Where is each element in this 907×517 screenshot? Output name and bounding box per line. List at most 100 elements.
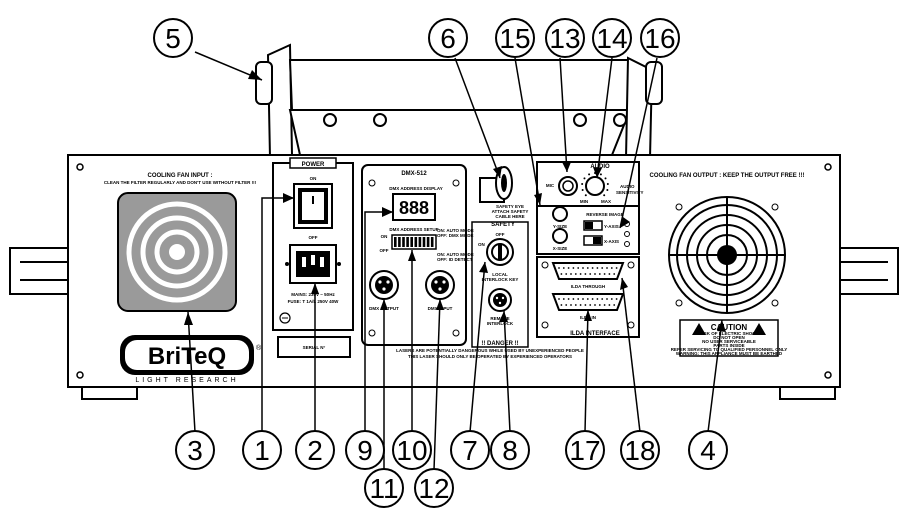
svg-text:16: 16 (644, 23, 675, 54)
audio-sensitivity-knob[interactable] (585, 176, 605, 196)
cooling-out-title: COOLING FAN OUTPUT : KEEP THE OUTPUT FRE… (650, 173, 805, 179)
ilda-pin (603, 273, 606, 275)
ilda-pin (560, 273, 563, 275)
brand-name: BriTeQ (148, 343, 226, 370)
dip-switch[interactable] (410, 237, 413, 247)
knob-tick (584, 194, 587, 197)
svg-text:18: 18 (624, 435, 655, 466)
dip-switch[interactable] (406, 237, 409, 247)
cooling-in-note: CLEAN THE FILTER REGULARLY AND DON'T USE… (104, 180, 257, 185)
remote-label-1: REMOTE (490, 316, 509, 321)
dip-note-4: OFF: ID DETECT (437, 257, 473, 262)
svg-text:12: 12 (418, 473, 449, 504)
ilda-pin (574, 273, 577, 275)
dip-switch[interactable] (422, 237, 426, 247)
local-key-label-1: LOCAL (492, 272, 508, 277)
ilda-pin (589, 304, 592, 306)
danger-title: !! DANGER !! (481, 341, 518, 347)
danger-line-2: THIS LASER SHOULD ONLY BE OPERATED BY EX… (408, 354, 572, 359)
ilda-pin (594, 273, 596, 275)
ilda-pin (582, 298, 584, 300)
ilda-pin (598, 304, 601, 306)
x-size-label: X-SIZE (553, 246, 568, 251)
ilda-pin (596, 298, 599, 300)
dip-switch[interactable] (430, 237, 434, 247)
ilda-pin (601, 298, 604, 300)
ilda-in-connector[interactable] (551, 293, 625, 311)
svg-text:9: 9 (357, 435, 373, 466)
ilda-pin (582, 267, 584, 269)
caution-line-6: WARNING: THIS APPLIANCE MUST BE EARTHED (676, 351, 783, 356)
knob-min-label: MIN (580, 199, 588, 204)
knob-tick (603, 194, 606, 197)
ilda-through-connector[interactable] (551, 262, 625, 280)
svg-text:3: 3 (187, 435, 203, 466)
ilda-pin (591, 298, 594, 300)
dip-switch[interactable] (414, 237, 418, 247)
callout-3: 3 (175, 430, 215, 470)
dmx-title: DMX-512 (401, 171, 427, 177)
ilda-pin (584, 273, 587, 275)
ilda-pin (558, 298, 560, 300)
caution-label: CAUTION RISK OF ELECTRIC SHOCK DO NOT OP… (671, 319, 787, 357)
callout-1: 1 (242, 430, 282, 470)
dip-switch[interactable] (418, 237, 422, 247)
callout-12: 12 (414, 468, 454, 508)
ilda-through-label: ILDA THROUGH (571, 284, 605, 289)
dip-switch[interactable] (426, 237, 430, 247)
x-axis-label: X-AXIS (604, 239, 619, 244)
dip-switch[interactable] (394, 237, 397, 247)
caution-line-4: PARTS INSIDE (713, 343, 744, 348)
safety-eye-label: SAFETY EYE (496, 204, 524, 209)
callout-18: 18 (620, 430, 660, 470)
mounting-bracket (255, 43, 663, 160)
callout-13: 13 (545, 18, 585, 58)
callout-4: 4 (688, 430, 728, 470)
knob-tick (606, 189, 609, 192)
serial-label: SERIAL N° (303, 345, 326, 350)
reverse-image-label: REVERSE IMAGE (586, 212, 624, 217)
local-key-label-2: INTERLOCK KEY (482, 277, 519, 282)
ilda-pin (603, 304, 606, 306)
brand-logo: BriTeQ ® LIGHT RESEARCH (120, 335, 262, 384)
callout-8: 8 (490, 430, 530, 470)
svg-text:2: 2 (307, 435, 323, 466)
key-off-label: OFF (496, 232, 505, 237)
dip-note-2: OFF: DMX MODE (437, 233, 474, 238)
mic-label: MIC (546, 183, 555, 188)
fuse-rating: FUSE: T 1A/L 250V 40W (288, 299, 339, 304)
brand-tagline: LIGHT RESEARCH (135, 377, 238, 384)
ilda-pin (565, 304, 568, 306)
caution-line-3: NO USER SERVICEABLE (702, 339, 756, 344)
knob-tick (599, 173, 602, 176)
ilda-pin (579, 273, 582, 275)
ilda-pin (572, 298, 575, 300)
caution-title: CAUTION (711, 323, 748, 332)
knob-tick (581, 182, 584, 185)
ilda-pin (570, 273, 572, 275)
dip-switch[interactable] (398, 237, 401, 247)
ilda-pin (610, 267, 613, 269)
ilda-pin (608, 304, 611, 306)
dmx-setup-label: DMX ADDRESS SETUP (389, 227, 438, 232)
leader-arrowheads (184, 70, 726, 332)
serial-plate (277, 336, 351, 358)
callout-16: 16 (640, 18, 680, 58)
dip-off-label: OFF (380, 248, 389, 253)
dmx-address-display (392, 193, 436, 221)
ilda-pin (558, 267, 560, 269)
svg-text:6: 6 (440, 23, 456, 54)
ilda-pin (601, 267, 604, 269)
svg-text:11: 11 (369, 473, 398, 504)
dmx-panel: DMX-512 DMX ADDRESS DISPLAY 888 DMX ADDR… (361, 164, 474, 346)
y-size-knob[interactable] (552, 206, 568, 222)
mains-rating: MAINS: 230V ~ 50Hz (291, 292, 335, 297)
knob-max-label: MAX (601, 199, 611, 204)
ilda-pin (586, 267, 589, 269)
ilda-pin (560, 304, 563, 306)
audio-panel: AUDIO MIC AUDIO SENSITIVITY MIN MAX (536, 161, 644, 207)
x-size-knob[interactable] (552, 228, 568, 244)
dip-switch[interactable] (402, 237, 405, 247)
